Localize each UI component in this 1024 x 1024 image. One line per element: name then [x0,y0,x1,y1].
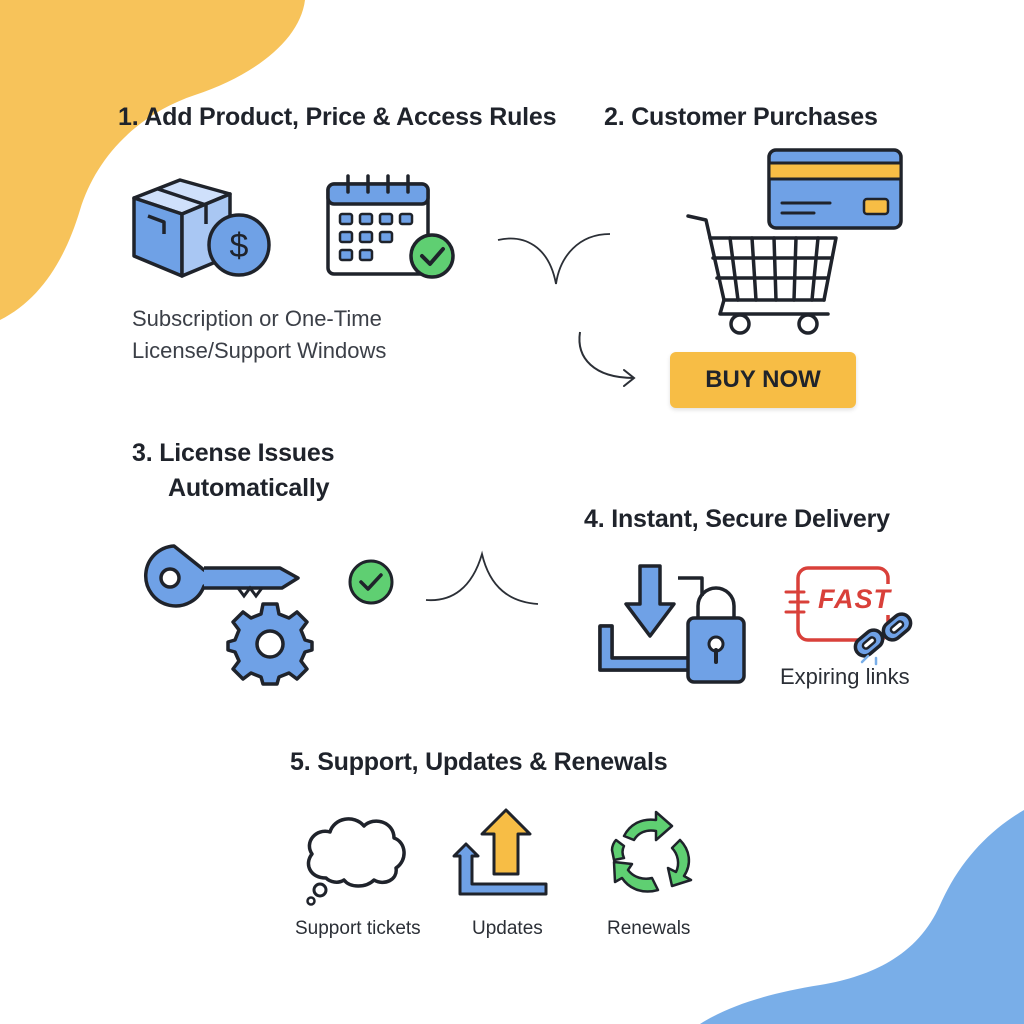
dollar-coin-icon: $ [207,213,271,277]
shopping-cart-icon [686,214,838,335]
connector-swoosh-1 [497,233,611,285]
step1-title: 1. Add Product, Price & Access Rules [118,103,557,131]
thought-cloud-icon [306,817,406,906]
product-box-icon [132,178,232,278]
support-tickets-label: Support tickets [295,918,421,939]
step4-title: 4. Instant, Secure Delivery [584,505,890,533]
step1-caption: Subscription or One-Time License/Support… [132,303,386,367]
gear-icon [226,602,314,686]
upload-arrow-icon [452,808,548,896]
svg-text:$: $ [230,227,249,265]
broken-chain-link-icon [853,612,913,666]
recycle-arrows-icon [610,810,693,893]
expiring-links-caption: Expiring links [780,664,910,689]
curved-arrow-icon [578,331,636,387]
secure-download-icon [598,564,746,684]
step3-title-line2: Automatically [168,474,330,502]
step3-title-line1: 3. License Issues [132,439,335,467]
calendar-icon [326,174,455,279]
key-icon [143,544,300,608]
buy-now-button[interactable]: BUY NOW [670,352,856,408]
step2-title: 2. Customer Purchases [604,103,878,131]
fast-badge-text: FAST [818,584,892,615]
step1-caption-line2: License/Support Windows [132,338,387,363]
updates-label: Updates [472,918,543,939]
check-circle-icon [348,559,394,605]
renewals-label: Renewals [607,918,691,939]
connector-swoosh-2 [425,550,539,605]
step1-caption-line1: Subscription or One-Time [132,306,382,331]
credit-card-icon [767,148,903,230]
step5-title: 5. Support, Updates & Renewals [290,748,668,776]
